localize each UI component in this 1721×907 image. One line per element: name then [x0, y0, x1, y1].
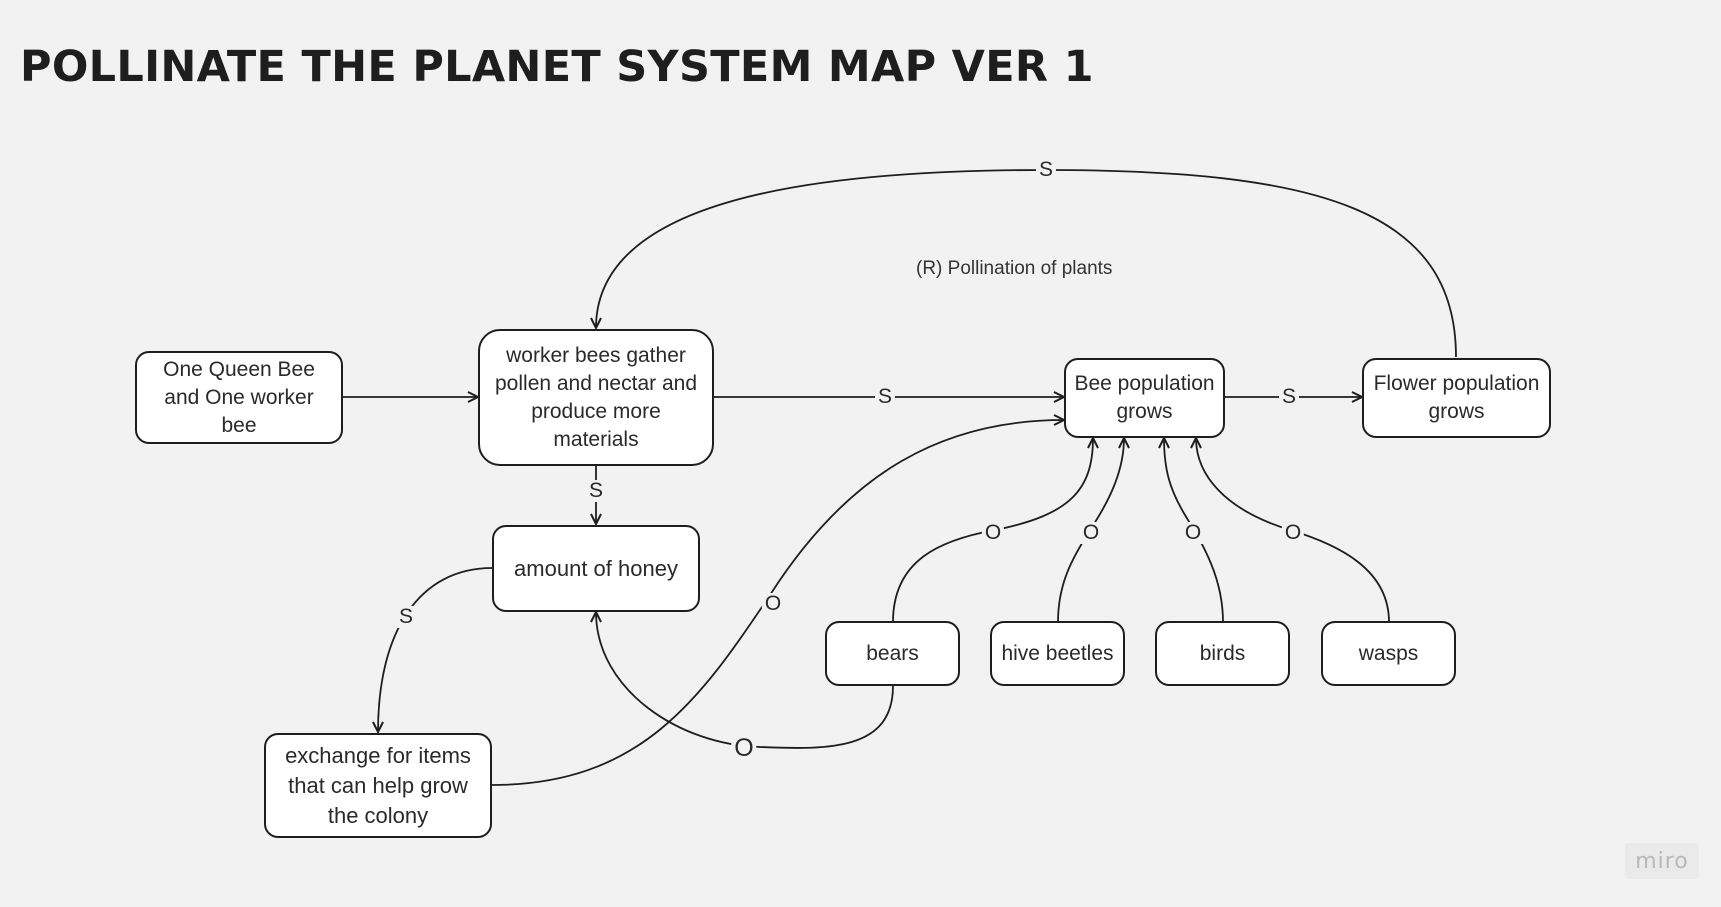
edge-honey-to-exchange: [378, 567, 493, 732]
node-amount-of-honey[interactable]: amount of honey: [492, 525, 700, 612]
edge-label-worker-to-bee: S: [874, 386, 896, 408]
node-hive-beetles[interactable]: hive beetles: [990, 621, 1125, 686]
node-bears[interactable]: bears: [825, 621, 960, 686]
edge-label-worker-to-honey: S: [585, 480, 607, 502]
edge-label-honey-to-exchange: S: [395, 606, 417, 628]
edge-bears-to-honey: [596, 612, 894, 749]
edge-label-flower-to-worker: S: [1035, 159, 1057, 181]
edge-label-bears-to-honey: O: [731, 736, 757, 761]
edge-label-beetles-to-bee: O: [1079, 522, 1103, 544]
node-birds[interactable]: birds: [1155, 621, 1290, 686]
page-title: POLLINATE THE PLANET SYSTEM MAP VER 1: [20, 42, 1094, 92]
edge-label-bee-to-flower: S: [1278, 386, 1300, 408]
loop-label: (R) Pollination of plants: [916, 258, 1113, 279]
edge-label-bears-to-bee: O: [981, 522, 1005, 544]
node-worker-bees[interactable]: worker bees gather pollen and nectar and…: [478, 329, 714, 466]
node-flower-population[interactable]: Flower population grows: [1362, 358, 1551, 438]
node-exchange[interactable]: exchange for items that can help grow th…: [264, 733, 492, 838]
node-queen-worker[interactable]: One Queen Bee and One worker bee: [135, 351, 343, 444]
edge-label-birds-to-bee: O: [1181, 522, 1205, 544]
edge-label-exchange-to-bee: O: [761, 593, 785, 615]
edge-birds-to-bee: [1164, 438, 1224, 623]
edge-label-wasps-to-bee: O: [1281, 522, 1305, 544]
node-wasps[interactable]: wasps: [1321, 621, 1456, 686]
node-bee-population[interactable]: Bee population grows: [1064, 358, 1225, 438]
miro-watermark: miro: [1625, 843, 1699, 879]
